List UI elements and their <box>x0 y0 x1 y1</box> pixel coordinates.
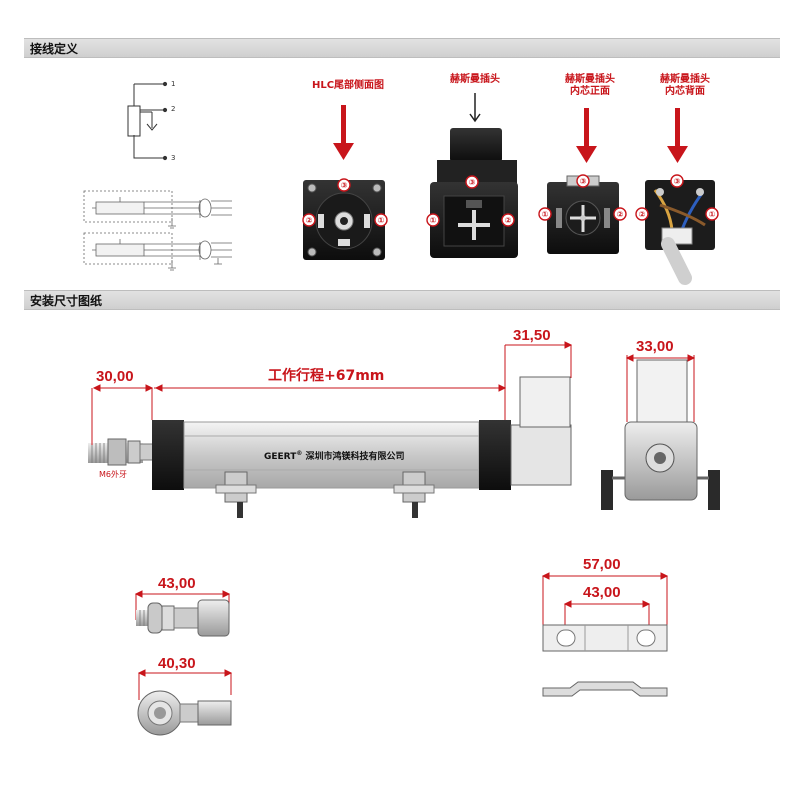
pin-marker-back-3: ③ <box>674 177 681 186</box>
thread-label: M6外牙 <box>99 470 127 479</box>
dim-rod-end-a: 43,00 <box>158 575 196 592</box>
dim-side-width: 33,00 <box>636 338 674 355</box>
section-title-wiring: 接线定义 <box>30 42 79 56</box>
caption-core-front: 赫斯曼插头 内芯正面 <box>565 74 615 97</box>
pin-label-2: 2 <box>171 105 176 113</box>
pin-label-1: 1 <box>171 80 176 88</box>
pin-marker-hlc-3: ③ <box>341 181 348 190</box>
arrow-hirschmann <box>469 93 481 123</box>
brand-name: GEERT <box>264 452 297 462</box>
pin-marker-plug-1: ① <box>430 216 437 225</box>
caption-hirschmann: 赫斯曼插头 <box>450 74 500 85</box>
sensor-side-view <box>601 359 720 510</box>
arrow-core-front <box>576 108 597 163</box>
mount-bracket <box>542 624 668 697</box>
pin-label-3: 3 <box>171 154 176 162</box>
company-name: 深圳市鸿镁科技有限公司 <box>305 452 405 462</box>
pin-marker-hlc-1: ① <box>378 216 385 225</box>
dim-bracket-inner: 43,00 <box>583 584 621 601</box>
dim-stroke: 工作行程+67mm <box>268 368 385 384</box>
pin-markers <box>302 174 719 227</box>
pin-marker-back-1: ① <box>709 210 716 219</box>
section-bar-install: 安装尺寸图纸 <box>24 290 780 310</box>
pin-marker-front-3: ③ <box>580 177 587 186</box>
potentiometer-schematic <box>127 81 168 161</box>
dim-bracket-outer: 57,00 <box>583 556 621 573</box>
linear-sensor-body <box>88 376 572 518</box>
arrow-hlc <box>333 105 354 160</box>
hirschmann-plug <box>430 128 518 258</box>
pin-marker-front-1: ① <box>542 210 549 219</box>
pin-marker-plug-3: ③ <box>469 178 476 187</box>
section-title-install: 安装尺寸图纸 <box>30 294 103 308</box>
caption-hlc: HLC尾部侧面图 <box>311 80 385 91</box>
section-bar-wiring: 接线定义 <box>24 38 780 58</box>
dim-rod-end-b: 40,30 <box>158 655 196 672</box>
dim-end-offset: 30,00 <box>96 368 134 385</box>
pin-marker-hlc-2: ② <box>306 216 313 225</box>
wiring-diagram-2 <box>83 232 232 271</box>
arrow-core-back <box>667 108 688 163</box>
core-back-view <box>645 180 715 285</box>
hlc-rear-view <box>303 180 385 260</box>
dim-connector-width: 31,50 <box>513 327 551 344</box>
wiring-diagram-1 <box>83 190 232 229</box>
caption-core-back: 赫斯曼插头 内芯背面 <box>660 74 710 97</box>
pin-marker-back-2: ② <box>639 210 646 219</box>
registered-mark: ® <box>296 450 303 457</box>
pin-marker-plug-2: ② <box>505 216 512 225</box>
pin-marker-front-2: ② <box>617 210 624 219</box>
rod-end-b <box>137 690 232 736</box>
rod-end-a <box>136 599 230 637</box>
brand-label: GEERT® 深圳市鸿镁科技有限公司 <box>264 449 405 462</box>
